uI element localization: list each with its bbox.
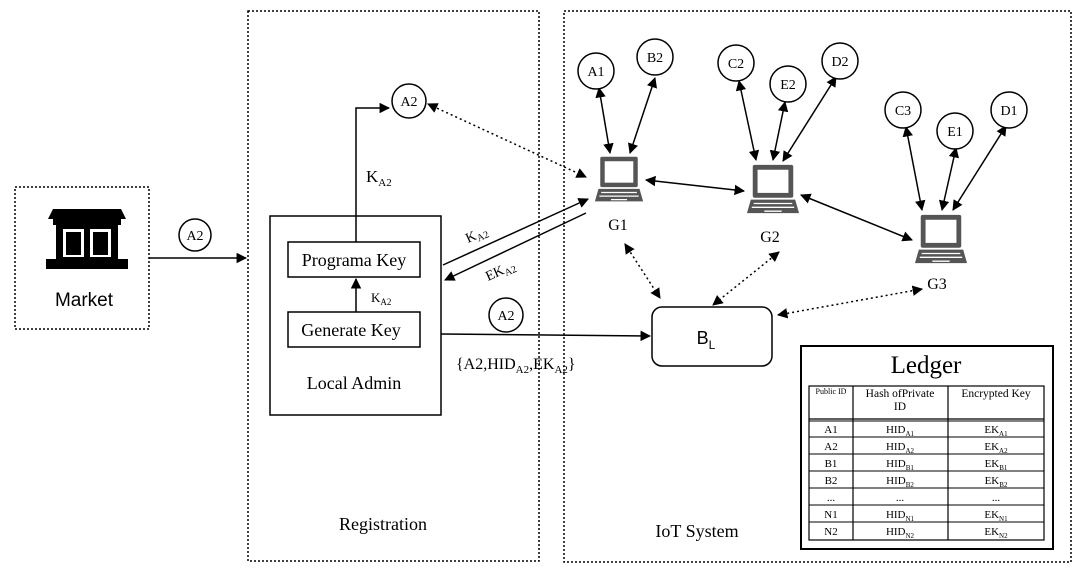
svg-text:C2: C2 bbox=[728, 57, 744, 72]
programa-key-box bbox=[287, 241, 421, 278]
e2-g2-link bbox=[769, 100, 789, 162]
ledger-cell-public-id: N2 bbox=[824, 526, 837, 538]
store-icon bbox=[46, 209, 128, 269]
ledger-row: A1 HIDA1 EKA1 bbox=[824, 424, 1008, 438]
a2-node-registration bbox=[391, 83, 427, 119]
k-label-upper: KA2 bbox=[366, 167, 392, 189]
svg-text:B2: B2 bbox=[647, 51, 663, 66]
device-node-a1: A1 bbox=[577, 52, 615, 90]
ledger-row: B2 HIDB2 EKB2 bbox=[825, 475, 1008, 489]
ledger-header-public-id: Public ID bbox=[816, 387, 847, 396]
iot-system-region bbox=[563, 10, 1072, 563]
ledger-cell-ek: EKN1 bbox=[984, 509, 1008, 523]
g1-bl-dotted bbox=[624, 243, 661, 299]
ledger-cell-public-id: ... bbox=[827, 492, 836, 504]
ledger-title: Ledger bbox=[891, 352, 962, 379]
ledger-cell-public-id: B2 bbox=[825, 475, 838, 487]
svg-text:E1: E1 bbox=[947, 125, 963, 140]
g2-label: G2 bbox=[760, 229, 780, 246]
ledger-row: B1 HIDB1 EKB1 bbox=[825, 458, 1008, 472]
blockchain-ledger-label: BL bbox=[697, 328, 716, 352]
g2-laptop-icon bbox=[746, 164, 800, 214]
ledger-cell-public-id: B1 bbox=[825, 458, 838, 470]
ledger-cell-hid: HIDN2 bbox=[886, 526, 915, 540]
g3-label: G3 bbox=[927, 276, 947, 293]
flow-token-node bbox=[488, 297, 524, 333]
ledger-cell-public-id: A2 bbox=[824, 441, 837, 453]
ledger-row: N1 HIDN1 EKN1 bbox=[824, 509, 1008, 523]
registration-region bbox=[247, 10, 540, 562]
svg-text:A1: A1 bbox=[587, 65, 604, 80]
g3-laptop-icon bbox=[914, 214, 968, 264]
k-to-g1-arrow bbox=[442, 198, 589, 266]
d1-g3-link bbox=[952, 125, 1007, 211]
ek-from-g1-arrow bbox=[444, 212, 587, 281]
market-token-label: A2 bbox=[186, 229, 203, 244]
market-label: Market bbox=[55, 290, 114, 311]
g1-laptop-icon bbox=[594, 156, 644, 203]
ledger-row: ......... bbox=[827, 492, 1001, 504]
registration-label: Registration bbox=[339, 514, 427, 534]
blockchain-ledger-node bbox=[651, 306, 773, 367]
device-node-d1: D1 bbox=[990, 91, 1028, 129]
ledger-cell-ek: ... bbox=[992, 492, 1001, 504]
d2-g2-link bbox=[782, 76, 837, 162]
svg-text:E2: E2 bbox=[780, 78, 796, 93]
ledger-row: A2 HIDA2 EKA2 bbox=[824, 441, 1008, 455]
ek-label-diag: EKA2 bbox=[484, 258, 519, 286]
flow-token-label: A2 bbox=[497, 309, 514, 324]
g2-g3-link bbox=[800, 193, 913, 242]
a1-g1-link bbox=[595, 86, 614, 155]
iot-system-label: IoT System bbox=[655, 521, 738, 541]
ledger-cell-hid: HIDA1 bbox=[886, 424, 915, 438]
g1-label: G1 bbox=[608, 217, 628, 234]
svg-text:C3: C3 bbox=[895, 104, 911, 119]
a2-g1-dotted bbox=[427, 103, 587, 178]
k-label-inner: KA2 bbox=[371, 290, 391, 307]
ledger-cell-ek: EKA1 bbox=[984, 424, 1008, 438]
ledger-cell-public-id: N1 bbox=[824, 509, 837, 521]
ledger-cell-public-id: A1 bbox=[824, 424, 837, 436]
ledger-cell-hid: HIDB1 bbox=[886, 458, 914, 472]
device-node-c3: C3 bbox=[884, 91, 922, 129]
a2-node-registration-label: A2 bbox=[400, 95, 417, 110]
admin-to-bl-arrow bbox=[440, 330, 652, 342]
g2-bl-dotted bbox=[712, 251, 780, 306]
local-admin-label: Local Admin bbox=[307, 373, 401, 393]
svg-text:D2: D2 bbox=[831, 55, 848, 70]
device-node-e2: E2 bbox=[769, 65, 807, 103]
record-label: {A2,HIDA2,EKA2} bbox=[456, 356, 576, 376]
device-node-b2: B2 bbox=[636, 38, 674, 76]
g3-bl-dotted bbox=[776, 285, 924, 319]
ledger-cell-ek: EKB1 bbox=[985, 458, 1008, 472]
svg-text:D1: D1 bbox=[1000, 104, 1017, 119]
device-node-c2: C2 bbox=[717, 44, 755, 82]
ledger-cell-hid: HIDB2 bbox=[886, 475, 914, 489]
key-to-a2-arrow bbox=[355, 102, 391, 242]
device-node-e1: E1 bbox=[936, 112, 974, 150]
ledger-row: N2 HIDN2 EKN2 bbox=[824, 526, 1008, 540]
ledger-cell-hid: HIDA2 bbox=[886, 441, 915, 455]
market-token-node bbox=[178, 218, 212, 252]
device-node-d2: D2 bbox=[821, 42, 859, 80]
c3-g3-link bbox=[902, 125, 926, 212]
ledger-cell-ek: EKA2 bbox=[984, 441, 1008, 455]
g1-g2-link bbox=[644, 175, 746, 196]
generate-key-label: Generate Key bbox=[301, 320, 400, 340]
ledger-cell-hid: HIDN1 bbox=[886, 509, 915, 523]
ledger-cell-ek: EKN2 bbox=[984, 526, 1008, 540]
c2-g2-link bbox=[735, 79, 760, 162]
ledger-header-encrypted-key: Encrypted Key bbox=[961, 388, 1031, 400]
e1-g3-link bbox=[938, 146, 960, 212]
b2-g1-link bbox=[628, 77, 657, 154]
generate-key-box bbox=[287, 311, 421, 348]
ledger-cell-hid: ... bbox=[896, 492, 905, 504]
ledger-cell-ek: EKB2 bbox=[985, 475, 1008, 489]
programa-key-label: Programa Key bbox=[302, 250, 406, 270]
